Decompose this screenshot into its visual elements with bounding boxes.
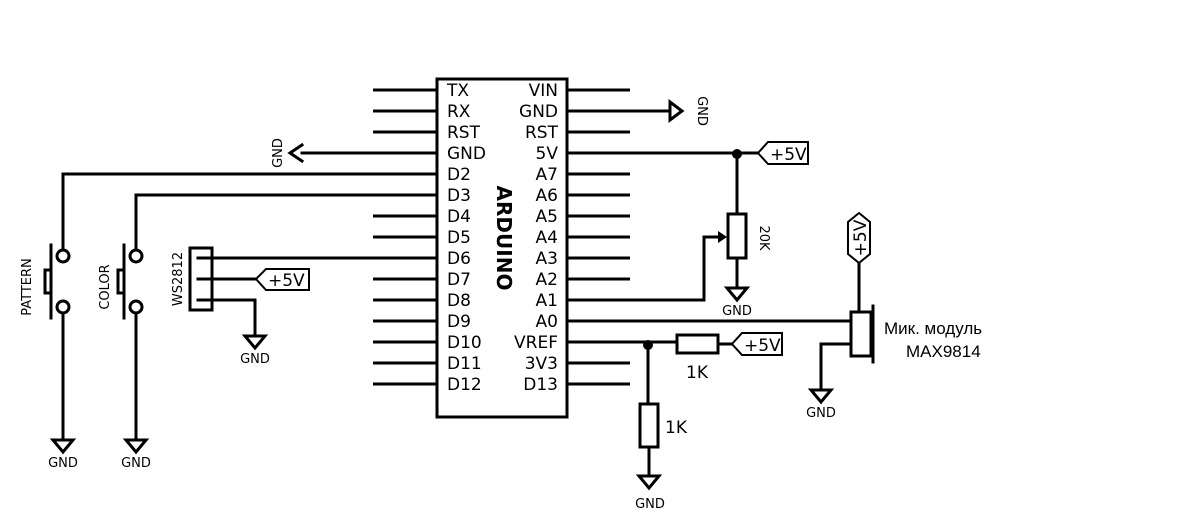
power-flag-icon: [254, 268, 310, 291]
ground-arrow-icon: [287, 142, 305, 164]
pin-label-a0: A0: [536, 312, 558, 332]
potentiometer-value-label: 20K: [756, 225, 771, 251]
ws2812-label: WS2812: [171, 252, 186, 306]
ws2812-connector: WS2812 +5V GND: [171, 246, 439, 367]
pin-label-a3: A3: [536, 249, 558, 269]
potentiometer-circuit: +5V GND 20K: [628, 141, 809, 319]
arduino-left-pin-lines: [373, 88, 437, 386]
pin-label-d2: D2: [447, 165, 471, 185]
pattern-label: PATTERN: [20, 258, 35, 316]
pin-label-d5: D5: [447, 228, 471, 248]
pin-label-a4: A4: [536, 228, 558, 248]
pin-label-d11: D11: [447, 354, 482, 374]
mic-module-body: [849, 310, 873, 358]
pin-label-5v: 5V: [536, 144, 559, 164]
pin-label-d3: D3: [447, 186, 471, 206]
power-flag-icon: [730, 332, 783, 356]
pin-label-d6: D6: [447, 249, 471, 269]
pin-label-a1: A1: [536, 291, 558, 311]
pin-label-gnd-right: GND: [519, 102, 558, 122]
mic-module: +5V GND Мик. модуль MAX9814: [628, 211, 982, 421]
ground-symbol-icon: [49, 438, 77, 455]
pin-label-a7: A7: [536, 165, 558, 185]
gnd-label: GND: [722, 304, 752, 319]
pin-label-rst-left: RST: [447, 123, 481, 143]
pin-label-rst-right: RST: [525, 123, 559, 143]
mic-module-label: Мик. модуль: [884, 319, 982, 338]
wiper-arrow-icon: [718, 231, 727, 243]
vref-divider: +5V 1K GND 1K: [628, 332, 783, 512]
arduino-right-pin-lines: [567, 88, 630, 386]
ground-symbol-icon: [635, 474, 663, 491]
pin-label-d12: D12: [447, 375, 482, 395]
ground-arrow-icon: [668, 99, 685, 123]
pin-label-vin: VIN: [529, 81, 558, 101]
gnd-label: GND: [121, 456, 151, 471]
arduino-name-label: ARDUINO: [492, 186, 516, 291]
pin-label-a2: A2: [536, 270, 558, 290]
color-label: COLOR: [98, 264, 113, 309]
ground-symbol-icon: [241, 334, 269, 351]
pin-label-rx: RX: [447, 102, 471, 122]
arduino-module: TX RX RST GND D2 D3 D4 D5 D6 D7 D8 D9 D1…: [373, 77, 630, 419]
pin-label-d7: D7: [447, 270, 471, 290]
gnd-label: GND: [806, 406, 836, 421]
pin-label-d4: D4: [447, 207, 471, 227]
pattern-button: PATTERN GND: [20, 172, 439, 471]
arduino-right-pin-labels: VIN GND RST 5V A7 A6 A5 A4 A3 A2 A1 A0 V…: [514, 81, 559, 395]
ground-symbol-icon: [723, 286, 751, 303]
arduino-body: [435, 77, 569, 419]
gnd-left-arduino: GND: [271, 138, 375, 168]
power-flag-icon: [756, 141, 809, 165]
pin-label-a5: A5: [536, 207, 558, 227]
pin-label-d10: D10: [447, 333, 482, 353]
gnd-label: GND: [694, 96, 709, 126]
pin-label-vref: VREF: [514, 333, 558, 353]
pin-label-gnd-left: GND: [447, 144, 486, 164]
gnd-right-arduino: GND: [628, 96, 709, 126]
vcc-label: +5V: [268, 271, 305, 291]
pin-label-d13: D13: [523, 375, 558, 395]
ground-symbol-icon: [122, 438, 150, 455]
resistor-1k-vertical: [638, 402, 660, 449]
gnd-label: GND: [48, 456, 78, 471]
ground-symbol-icon: [807, 388, 835, 405]
pin-label-3v3: 3V3: [525, 354, 558, 374]
gnd-label: GND: [240, 352, 270, 367]
vcc-label: +5V: [851, 219, 871, 256]
mic-module-part-label: MAX9814: [906, 342, 981, 361]
gnd-label: GND: [271, 138, 286, 168]
pin-label-tx: TX: [446, 81, 469, 101]
potentiometer-body: [726, 212, 748, 260]
vcc-label: +5V: [770, 145, 807, 165]
vcc-label: +5V: [744, 336, 781, 356]
resistor-1k-horizontal: [675, 333, 720, 355]
arduino-left-pin-labels: TX RX RST GND D2 D3 D4 D5 D6 D7 D8 D9 D1…: [446, 81, 486, 395]
pin-label-d8: D8: [447, 291, 471, 311]
pin-label-a6: A6: [536, 186, 558, 206]
pin-label-d9: D9: [447, 312, 471, 332]
resistor-2-value-label: 1K: [665, 418, 688, 438]
gnd-label: GND: [635, 497, 665, 512]
color-button: COLOR GND: [98, 193, 439, 471]
resistor-1-value-label: 1K: [686, 363, 709, 383]
